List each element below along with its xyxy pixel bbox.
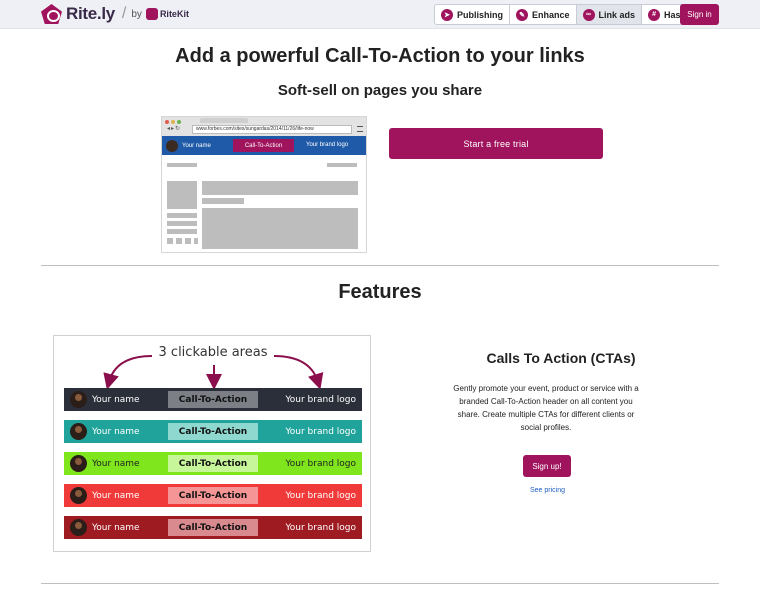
row-brand: Your brand logo: [285, 426, 356, 437]
row-brand: Your brand logo: [285, 458, 356, 469]
product-nav: ➤ Publishing ✎ Enhance ∞ Link ads # Hash…: [434, 4, 712, 25]
cta-section-title: Calls To Action (CTAs): [486, 350, 636, 366]
browser-bar-cta: Call-To-Action: [233, 139, 294, 152]
row-brand: Your brand logo: [285, 490, 356, 501]
logo-separator: /: [121, 5, 127, 22]
hashtag-icon: #: [648, 8, 661, 21]
divider: [41, 265, 719, 266]
avatar: [166, 139, 178, 152]
row-name: Your name: [92, 394, 140, 405]
browser-bar-name: Your name: [182, 142, 211, 149]
top-navbar: Rite.ly / by RiteKit ➤ Publishing ✎ Enha…: [0, 0, 760, 29]
row-cta: Call-To-Action: [168, 487, 258, 504]
logo-text: Rite.ly: [66, 4, 115, 23]
avatar: [70, 391, 87, 408]
browser-cta-bar: Your name Call-To-Action Your brand logo: [162, 136, 366, 155]
paper-plane-icon: ➤: [441, 8, 453, 21]
row-brand: Your brand logo: [285, 394, 356, 405]
riteLy-logo-icon: [41, 4, 62, 24]
start-free-trial-button[interactable]: Start a free trial: [389, 128, 603, 159]
browser-tab: [200, 118, 248, 123]
logo-by: by: [131, 8, 142, 20]
avatar: [70, 519, 87, 536]
browser-url: www.forbes.com/sites/sungardas/2014/11/2…: [192, 125, 352, 134]
pencil-icon: ✎: [516, 8, 528, 21]
cta-description: Gently promote your event, product or se…: [453, 384, 639, 432]
avatar: [70, 455, 87, 472]
avatar: [70, 487, 87, 504]
row-cta: Call-To-Action: [168, 455, 258, 472]
nav-link-ads-label: Link ads: [598, 9, 636, 20]
cta-example-row: Your name Call-To-Action Your brand logo: [64, 516, 362, 539]
window-controls: [165, 120, 181, 124]
sign-in-button[interactable]: Sign in: [680, 4, 719, 25]
browser-chrome: ◂▸↻ www.forbes.com/sites/sungardas/2014/…: [162, 117, 366, 136]
row-cta: Call-To-Action: [168, 423, 258, 440]
ritekit-logo-icon: [145, 8, 158, 20]
cta-example-row: Your name Call-To-Action Your brand logo: [64, 420, 362, 443]
sign-up-button[interactable]: Sign up!: [523, 455, 571, 477]
cta-example-row: Your name Call-To-Action Your brand logo: [64, 452, 362, 475]
row-name: Your name: [92, 490, 140, 501]
link-icon: ∞: [582, 8, 595, 21]
clickable-areas-caption: 3 clickable areas: [158, 345, 268, 360]
nav-link-ads[interactable]: ∞ Link ads: [576, 5, 643, 24]
cta-example-row: Your name Call-To-Action Your brand logo: [64, 484, 362, 507]
ritekit-text: RiteKit: [159, 9, 189, 19]
row-cta: Call-To-Action: [168, 391, 258, 408]
browser-bar-brand: Your brand logo: [306, 142, 349, 148]
avatar: [70, 423, 87, 440]
nav-publishing-label: Publishing: [457, 9, 503, 20]
curved-arrows: [103, 355, 324, 390]
see-pricing-link[interactable]: See pricing: [529, 487, 566, 494]
page-title: Add a powerful Call-To-Action to your li…: [175, 45, 585, 67]
nav-enhance[interactable]: ✎ Enhance: [510, 5, 577, 24]
riteLy-logo[interactable]: Rite.ly / by RiteKit: [41, 4, 189, 24]
row-cta: Call-To-Action: [168, 519, 258, 536]
row-name: Your name: [92, 426, 140, 437]
features-title: Features: [338, 281, 422, 303]
row-brand: Your brand logo: [285, 522, 356, 533]
divider-bottom: [41, 583, 719, 584]
browser-mockup-image: ◂▸↻ www.forbes.com/sites/sungardas/2014/…: [161, 116, 367, 253]
row-name: Your name: [92, 522, 140, 533]
nav-publishing[interactable]: ➤ Publishing: [435, 5, 510, 24]
row-name: Your name: [92, 458, 140, 469]
browser-nav-arrows: ◂▸↻: [167, 126, 182, 132]
cta-example-row: Your name Call-To-Action Your brand logo: [64, 388, 362, 411]
nav-enhance-label: Enhance: [532, 9, 570, 20]
browser-menu-icon: [357, 126, 363, 132]
page-subtitle: Soft-sell on pages you share: [277, 82, 483, 99]
